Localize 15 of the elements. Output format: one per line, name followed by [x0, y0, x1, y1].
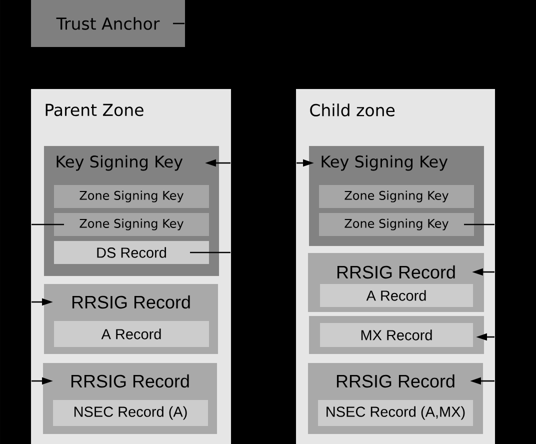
record-box: MX Record — [320, 323, 473, 347]
key-box: Zone Signing Key — [54, 213, 209, 236]
anchor-box: Trust Anchor — [31, 0, 185, 47]
record-box: NSEC Record (A) — [53, 400, 208, 426]
record-box: DS Record — [54, 241, 209, 264]
key-box: Zone Signing Key — [319, 185, 474, 208]
record-box: NSEC Record (A,MX) — [318, 400, 473, 426]
connector-line — [173, 22, 184, 24]
key-box: Zone Signing Key — [319, 213, 474, 236]
record-box: A Record — [54, 321, 209, 347]
key-box: Zone Signing Key — [54, 185, 209, 208]
record-box: A Record — [320, 284, 473, 307]
connector-line — [190, 252, 230, 254]
connector-line — [464, 224, 494, 226]
connector-line — [32, 224, 64, 226]
